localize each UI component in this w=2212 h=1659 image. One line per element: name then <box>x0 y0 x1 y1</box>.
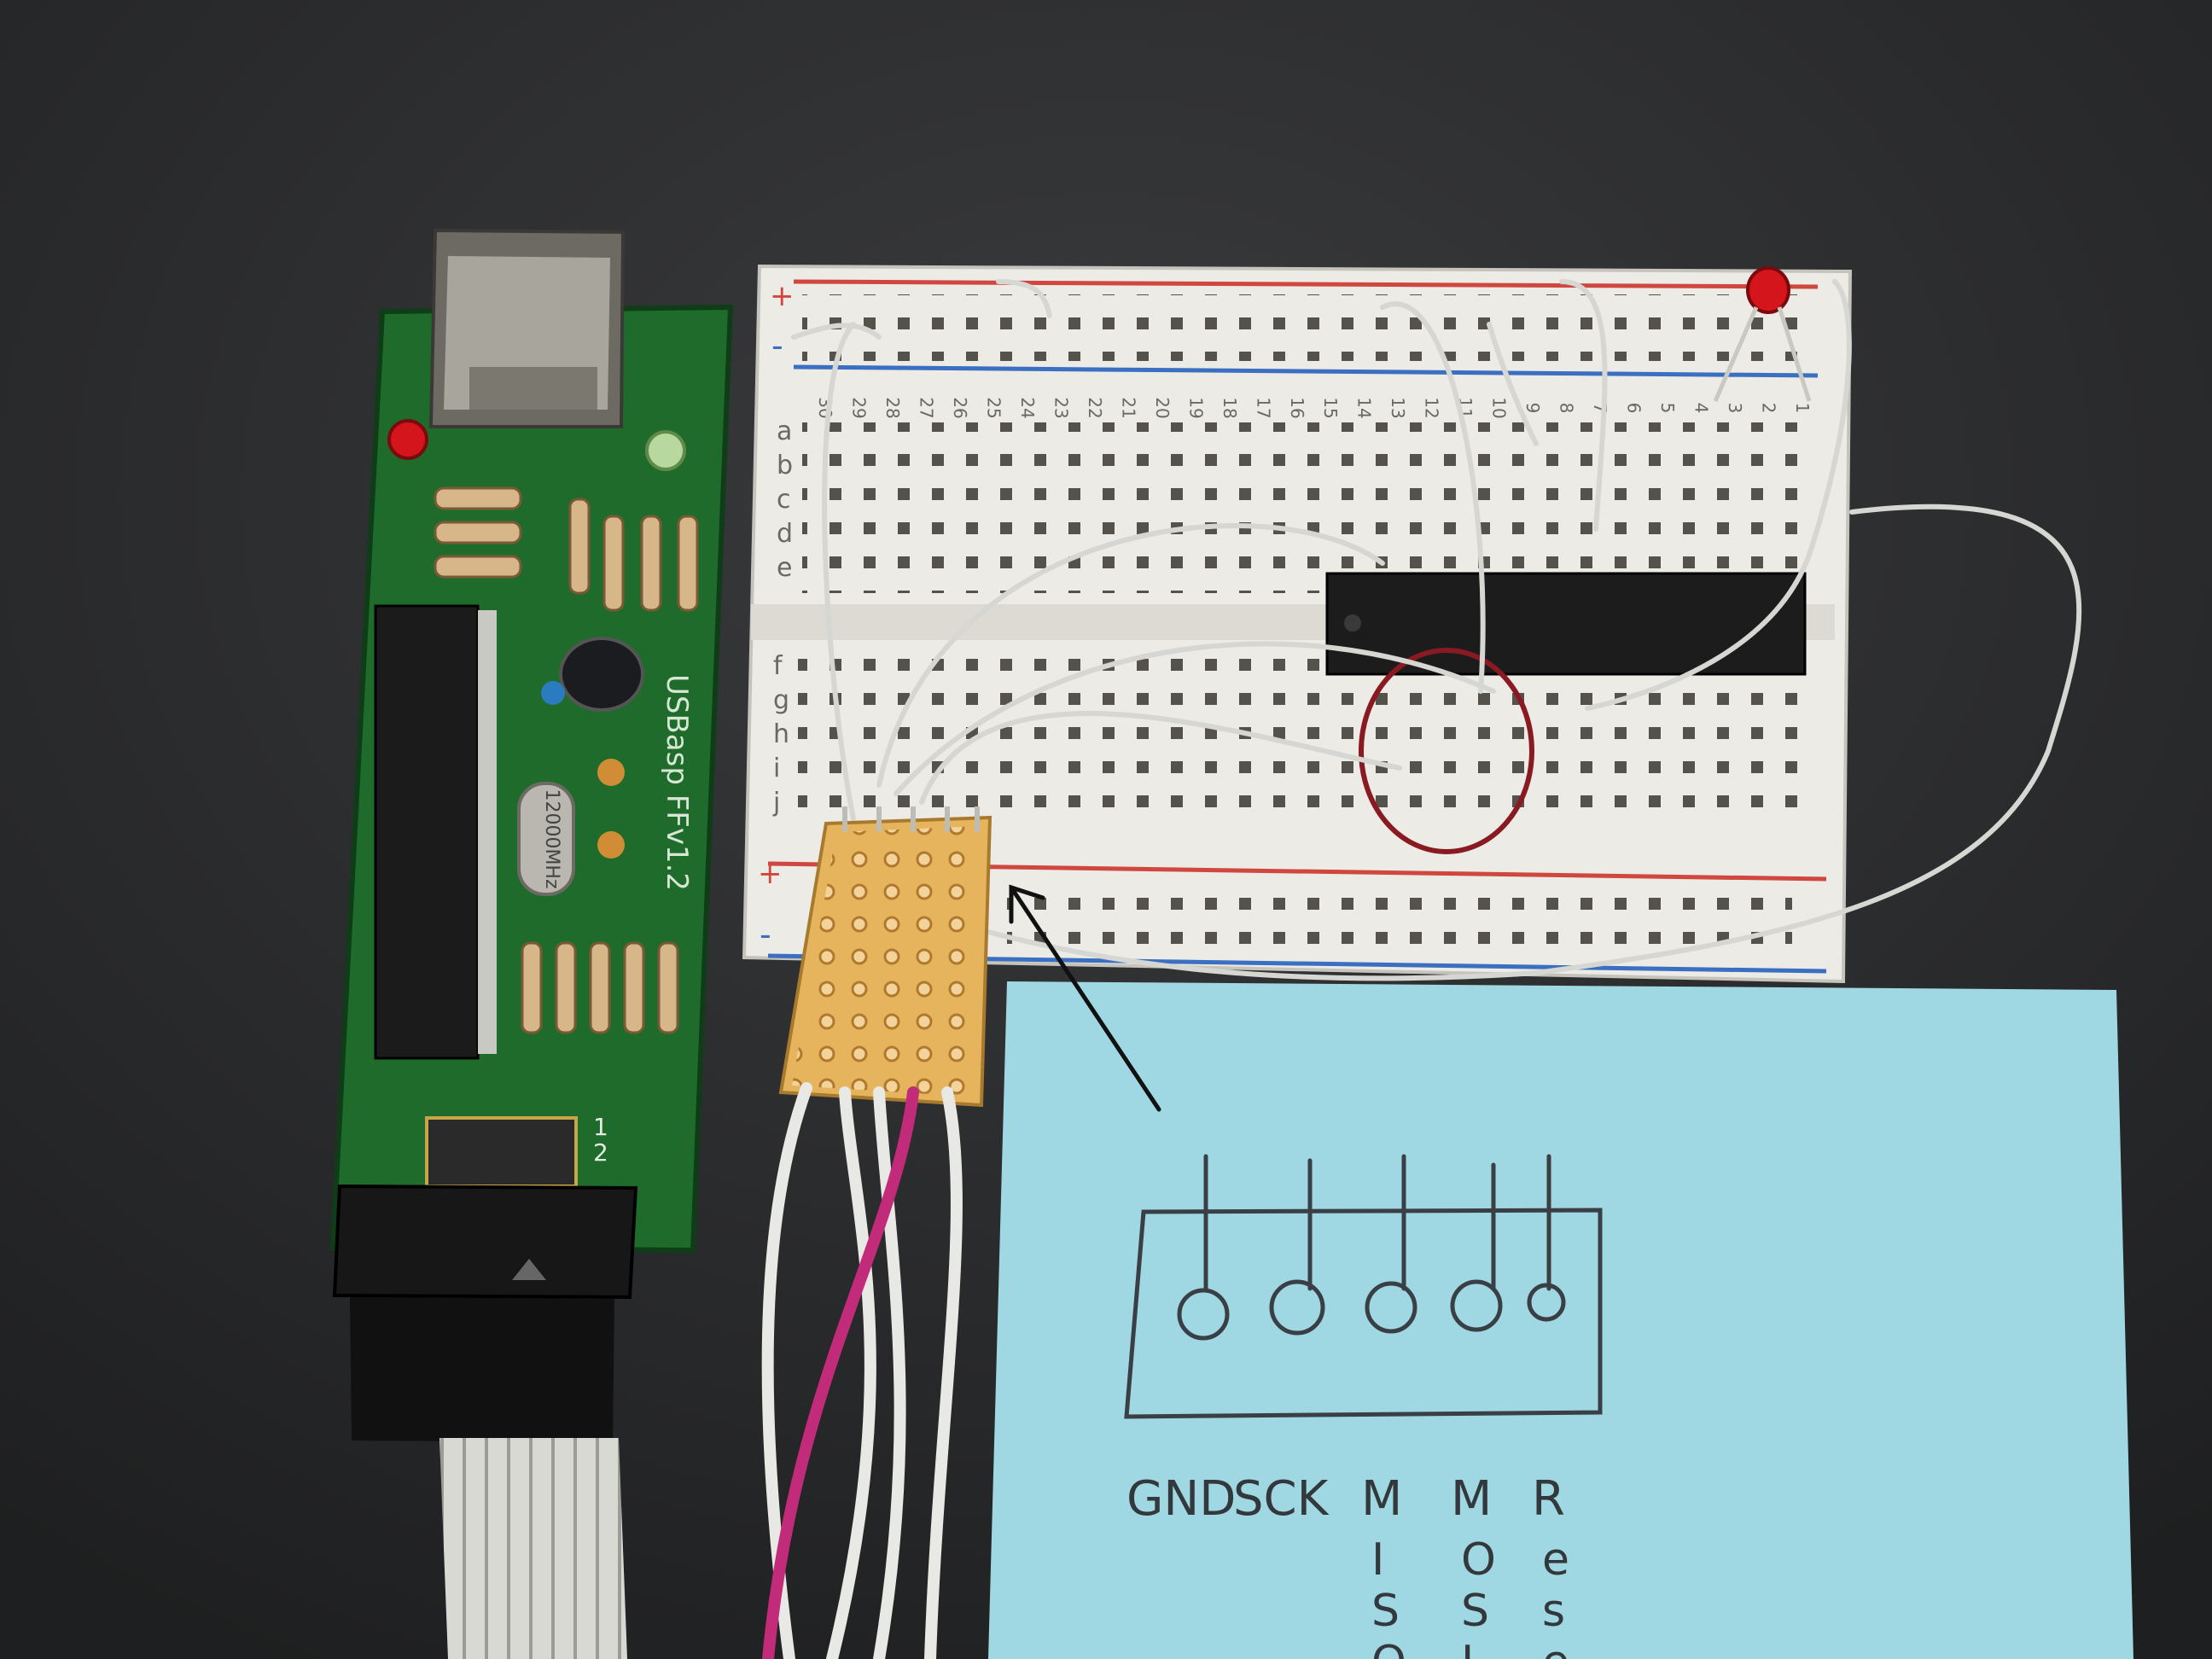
breadboard-row-letters: a b c d e f g h i j <box>772 416 793 818</box>
column-number: 20 <box>1152 397 1173 418</box>
jumper-mark-2a: 2 <box>593 1138 608 1167</box>
pin-label-letter: O <box>1371 1637 1406 1659</box>
pcb-title: USBasp FFv1.2 <box>660 674 694 891</box>
pencil-arrow <box>1009 884 1161 1112</box>
crystal: 12000MHz <box>517 782 575 896</box>
breadboard-led <box>1713 266 1812 402</box>
column-number: 26 <box>950 397 970 418</box>
column-number: 22 <box>1085 397 1105 418</box>
pin-label-letter: s <box>1542 1586 1565 1637</box>
ceramic-capacitor-c3 <box>597 831 625 859</box>
jumper-mark-1a: 1 <box>593 1113 608 1141</box>
column-number: 3 <box>1725 403 1745 414</box>
column-number: 14 <box>1354 397 1375 418</box>
row-letter-j: j <box>772 788 780 818</box>
row-letter-g: g <box>773 685 789 715</box>
isp-pin-header <box>425 1116 578 1188</box>
note-paper <box>988 981 2133 1659</box>
pin-label-letter: I <box>1461 1637 1474 1659</box>
usb-b-connector <box>428 228 626 428</box>
column-number: 19 <box>1185 397 1206 418</box>
column-number: 18 <box>1220 397 1240 418</box>
ic-socket-pins <box>478 610 497 1054</box>
column-number: 16 <box>1287 397 1307 418</box>
pin-label: M <box>1451 1471 1492 1527</box>
rail-plus-top: + <box>770 279 795 313</box>
pcb-resistors <box>434 486 699 1034</box>
perfboard-holes <box>792 826 980 1097</box>
jumper-wires <box>791 279 2082 981</box>
red-led-pcb <box>387 419 428 460</box>
row-letter-b: b <box>777 451 793 480</box>
ribbon-cable <box>439 1438 627 1659</box>
ceramic-capacitor <box>541 681 565 705</box>
column-number: 5 <box>1657 403 1678 414</box>
row-letter-a: a <box>777 416 792 446</box>
pin-label: M <box>1361 1471 1402 1527</box>
pin-label-letter: I <box>1371 1534 1384 1586</box>
isp-cable-wires <box>761 1082 963 1659</box>
pin-label-letter: S <box>1371 1586 1400 1637</box>
row-letter-d: d <box>777 519 793 549</box>
electrolytic-capacitor <box>559 637 644 712</box>
highlight-circle <box>1359 648 1534 854</box>
pin-label-letter: O <box>1461 1534 1496 1586</box>
column-number: 10 <box>1489 397 1510 418</box>
pin-labels: GNDSCKMISOMOSIRese <box>1126 1471 1569 1659</box>
column-number: 24 <box>1017 397 1038 418</box>
top-rail-holes <box>802 294 1809 361</box>
column-number: 21 <box>1118 397 1138 418</box>
column-number: 9 <box>1522 403 1543 414</box>
pcb-microcontroller <box>374 604 480 1060</box>
column-number: 17 <box>1253 397 1273 418</box>
column-number: 7 <box>1590 403 1610 414</box>
green-led-pcb <box>645 430 686 471</box>
column-number: 1 <box>1792 403 1813 414</box>
header-pins <box>842 806 980 832</box>
row-letter-h: h <box>773 719 789 749</box>
row-letter-i: i <box>773 754 780 783</box>
dip-microcontroller <box>1325 572 1807 676</box>
rail-minus-bottom: - <box>760 916 771 953</box>
pin-label-letter: S <box>1461 1586 1489 1637</box>
column-number: 12 <box>1422 397 1442 418</box>
rail-minus-top: - <box>771 327 783 364</box>
column-number: 27 <box>916 397 936 418</box>
idc-connector <box>332 1184 638 1442</box>
row-letter-e: e <box>777 553 792 583</box>
pin-label-letter: e <box>1542 1534 1569 1586</box>
column-number: 13 <box>1388 397 1408 418</box>
top-rail-red <box>793 279 1819 289</box>
usbasp-programmer: 12000MHz USBasp FFv1.2 1 2 <box>329 228 734 1659</box>
crystal-label: 12000MHz <box>541 789 562 888</box>
top-rail-blue <box>793 364 1819 378</box>
row-letter-c: c <box>777 485 791 515</box>
column-number: 29 <box>848 397 869 418</box>
perfboard-adapter <box>778 806 992 1108</box>
top-terminal-holes <box>802 422 1809 593</box>
sticky-note: GNDSCKMISOMOSIRese <box>988 884 2133 1659</box>
column-number: 6 <box>1624 403 1644 414</box>
column-number: 25 <box>983 397 1004 418</box>
row-letter-f: f <box>773 651 783 681</box>
pin-label: R <box>1532 1471 1565 1527</box>
pin-label: SCK <box>1233 1471 1330 1527</box>
rail-plus-bottom: + <box>758 857 783 891</box>
ceramic-capacitor-c4 <box>597 759 625 786</box>
pin-diagram <box>1124 1154 1603 1419</box>
pin-label: GND <box>1126 1471 1236 1527</box>
column-number: 2 <box>1759 403 1779 414</box>
pin-label-letter: e <box>1542 1637 1569 1659</box>
bottom-rail-holes <box>1007 877 1792 946</box>
column-number: 15 <box>1320 397 1341 418</box>
column-number: 8 <box>1557 403 1577 414</box>
column-number: 4 <box>1691 403 1712 414</box>
column-number: 28 <box>882 397 903 418</box>
column-number: 23 <box>1051 397 1071 418</box>
